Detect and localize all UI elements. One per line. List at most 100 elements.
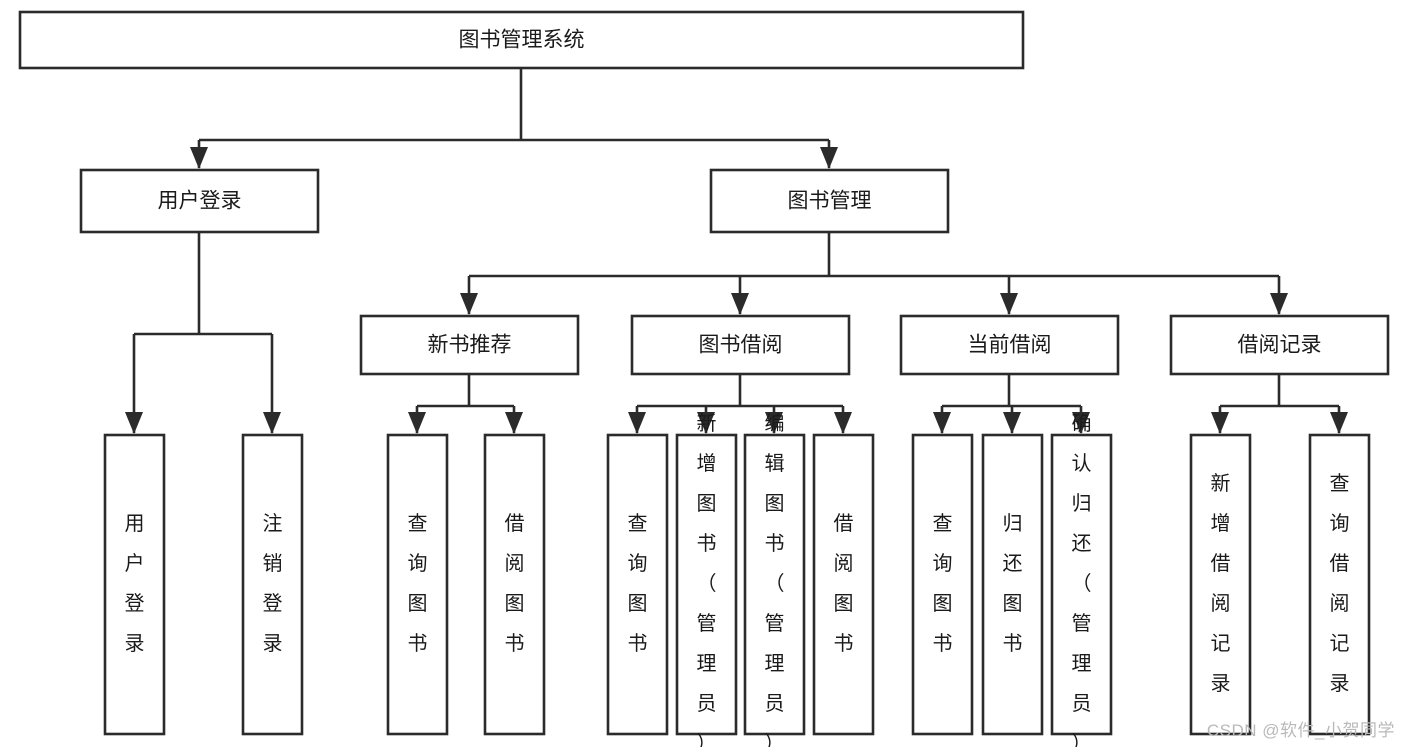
svg-text:增: 增 [697,452,717,475]
arrow-head-icon [263,412,281,434]
arrow-head-icon [190,147,208,169]
svg-text:辑: 辑 [765,452,785,475]
node-leaf-book_borrow-0[interactable] [606,433,669,736]
arrow-head-icon [731,293,749,315]
svg-text:归: 归 [1003,512,1023,535]
svg-text:查: 查 [628,512,648,535]
node-leaf-user_login-1[interactable] [241,433,304,736]
node-level3-2[interactable] [899,314,1120,376]
node-label-layer: 图书管理系统用户登录图书管理新书推荐图书借阅当前借阅借阅记录用户登录注销登录查询… [125,29,1350,747]
svg-text:书: 书 [628,632,648,655]
node-label-root: 图书管理系统 [459,29,585,52]
arrow-head-icon [628,412,646,434]
svg-text:书: 书 [834,632,854,655]
arrow-head-icon [1072,412,1090,434]
node-leaf-current_borrow-0[interactable] [911,433,974,736]
arrow-head-icon [1211,412,1229,434]
arrow-head-icon [765,412,783,434]
svg-text:书: 书 [408,632,428,655]
svg-text:还: 还 [1003,552,1023,575]
svg-text:管: 管 [765,612,785,635]
svg-text:注: 注 [263,512,283,535]
svg-text:图: 图 [408,593,428,615]
arrow-head-icon [1003,412,1021,434]
svg-text:书: 书 [505,632,525,655]
svg-text:登: 登 [263,592,283,615]
node-level3-3[interactable] [1169,314,1390,376]
node-root-图书管理系统[interactable] [18,10,1025,70]
node-level3-1[interactable] [630,314,851,376]
node-leaf-current_borrow-2[interactable] [1050,433,1113,736]
node-leaf-book_borrow-1[interactable] [675,433,738,736]
svg-text:确: 确 [1072,412,1092,435]
svg-text:图: 图 [933,593,953,615]
svg-text:书: 书 [697,532,717,555]
svg-text:员: 员 [697,693,717,715]
svg-text:询: 询 [933,552,953,575]
svg-text:阅: 阅 [505,552,525,575]
node-level3-0[interactable] [359,314,580,376]
node-leaf-new_book_recommend-1[interactable] [483,433,546,736]
svg-text:询: 询 [628,552,648,575]
node-label-level2-1: 图书管理 [788,190,872,213]
svg-text:认: 认 [1072,452,1092,475]
arrow-head-icon [125,412,143,434]
svg-text:录: 录 [125,633,145,655]
svg-text:）: ） [1072,732,1092,747]
svg-text:用: 用 [125,513,145,535]
node-box-layer [18,10,1390,736]
svg-text:管: 管 [1072,612,1092,635]
node-label-leaf-user_login-0: 用户登录 [125,513,145,655]
arrow-head-icon [834,412,852,434]
svg-text:（: （ [1072,572,1092,595]
node-level2-0[interactable] [79,168,320,234]
svg-text:）: ） [697,732,717,747]
svg-text:图: 图 [628,593,648,615]
node-leaf-borrow_record-0[interactable] [1189,433,1252,736]
svg-text:员: 员 [765,693,785,715]
svg-text:查: 查 [933,512,953,535]
svg-text:户: 户 [125,552,145,575]
svg-text:图: 图 [765,493,785,515]
svg-text:书: 书 [933,632,953,655]
node-leaf-current_borrow-1[interactable] [981,433,1044,736]
svg-text:记: 记 [1330,632,1350,655]
svg-text:阅: 阅 [1211,592,1231,615]
arrow-head-icon [408,412,426,434]
arrow-head-icon [1330,412,1348,434]
svg-text:）: ） [765,732,785,747]
node-leaf-user_login-0[interactable] [103,433,166,736]
svg-text:录: 录 [1211,673,1231,695]
svg-text:查: 查 [1330,472,1350,495]
arrow-head-icon [1270,293,1288,315]
svg-text:记: 记 [1211,632,1231,655]
svg-text:理: 理 [765,653,785,675]
node-leaf-borrow_record-1[interactable] [1308,433,1371,736]
svg-text:询: 询 [408,552,428,575]
node-leaf-book_borrow-2[interactable] [743,433,806,736]
svg-text:（: （ [765,572,785,595]
svg-text:增: 增 [1211,512,1231,535]
svg-text:员: 员 [1072,693,1092,715]
node-leaf-new_book_recommend-0[interactable] [386,433,449,736]
node-leaf-book_borrow-3[interactable] [812,433,875,736]
svg-text:阅: 阅 [834,552,854,575]
svg-text:阅: 阅 [1330,592,1350,615]
node-level2-1[interactable] [709,168,950,234]
arrow-head-icon [820,147,838,169]
svg-text:（: （ [697,572,717,595]
svg-text:查: 查 [408,512,428,535]
svg-text:借: 借 [834,512,854,535]
node-label-level2-0: 用户登录 [158,190,242,213]
node-label-level3-1: 图书借阅 [699,334,783,357]
connector-layer [125,68,1348,434]
svg-text:登: 登 [125,592,145,615]
